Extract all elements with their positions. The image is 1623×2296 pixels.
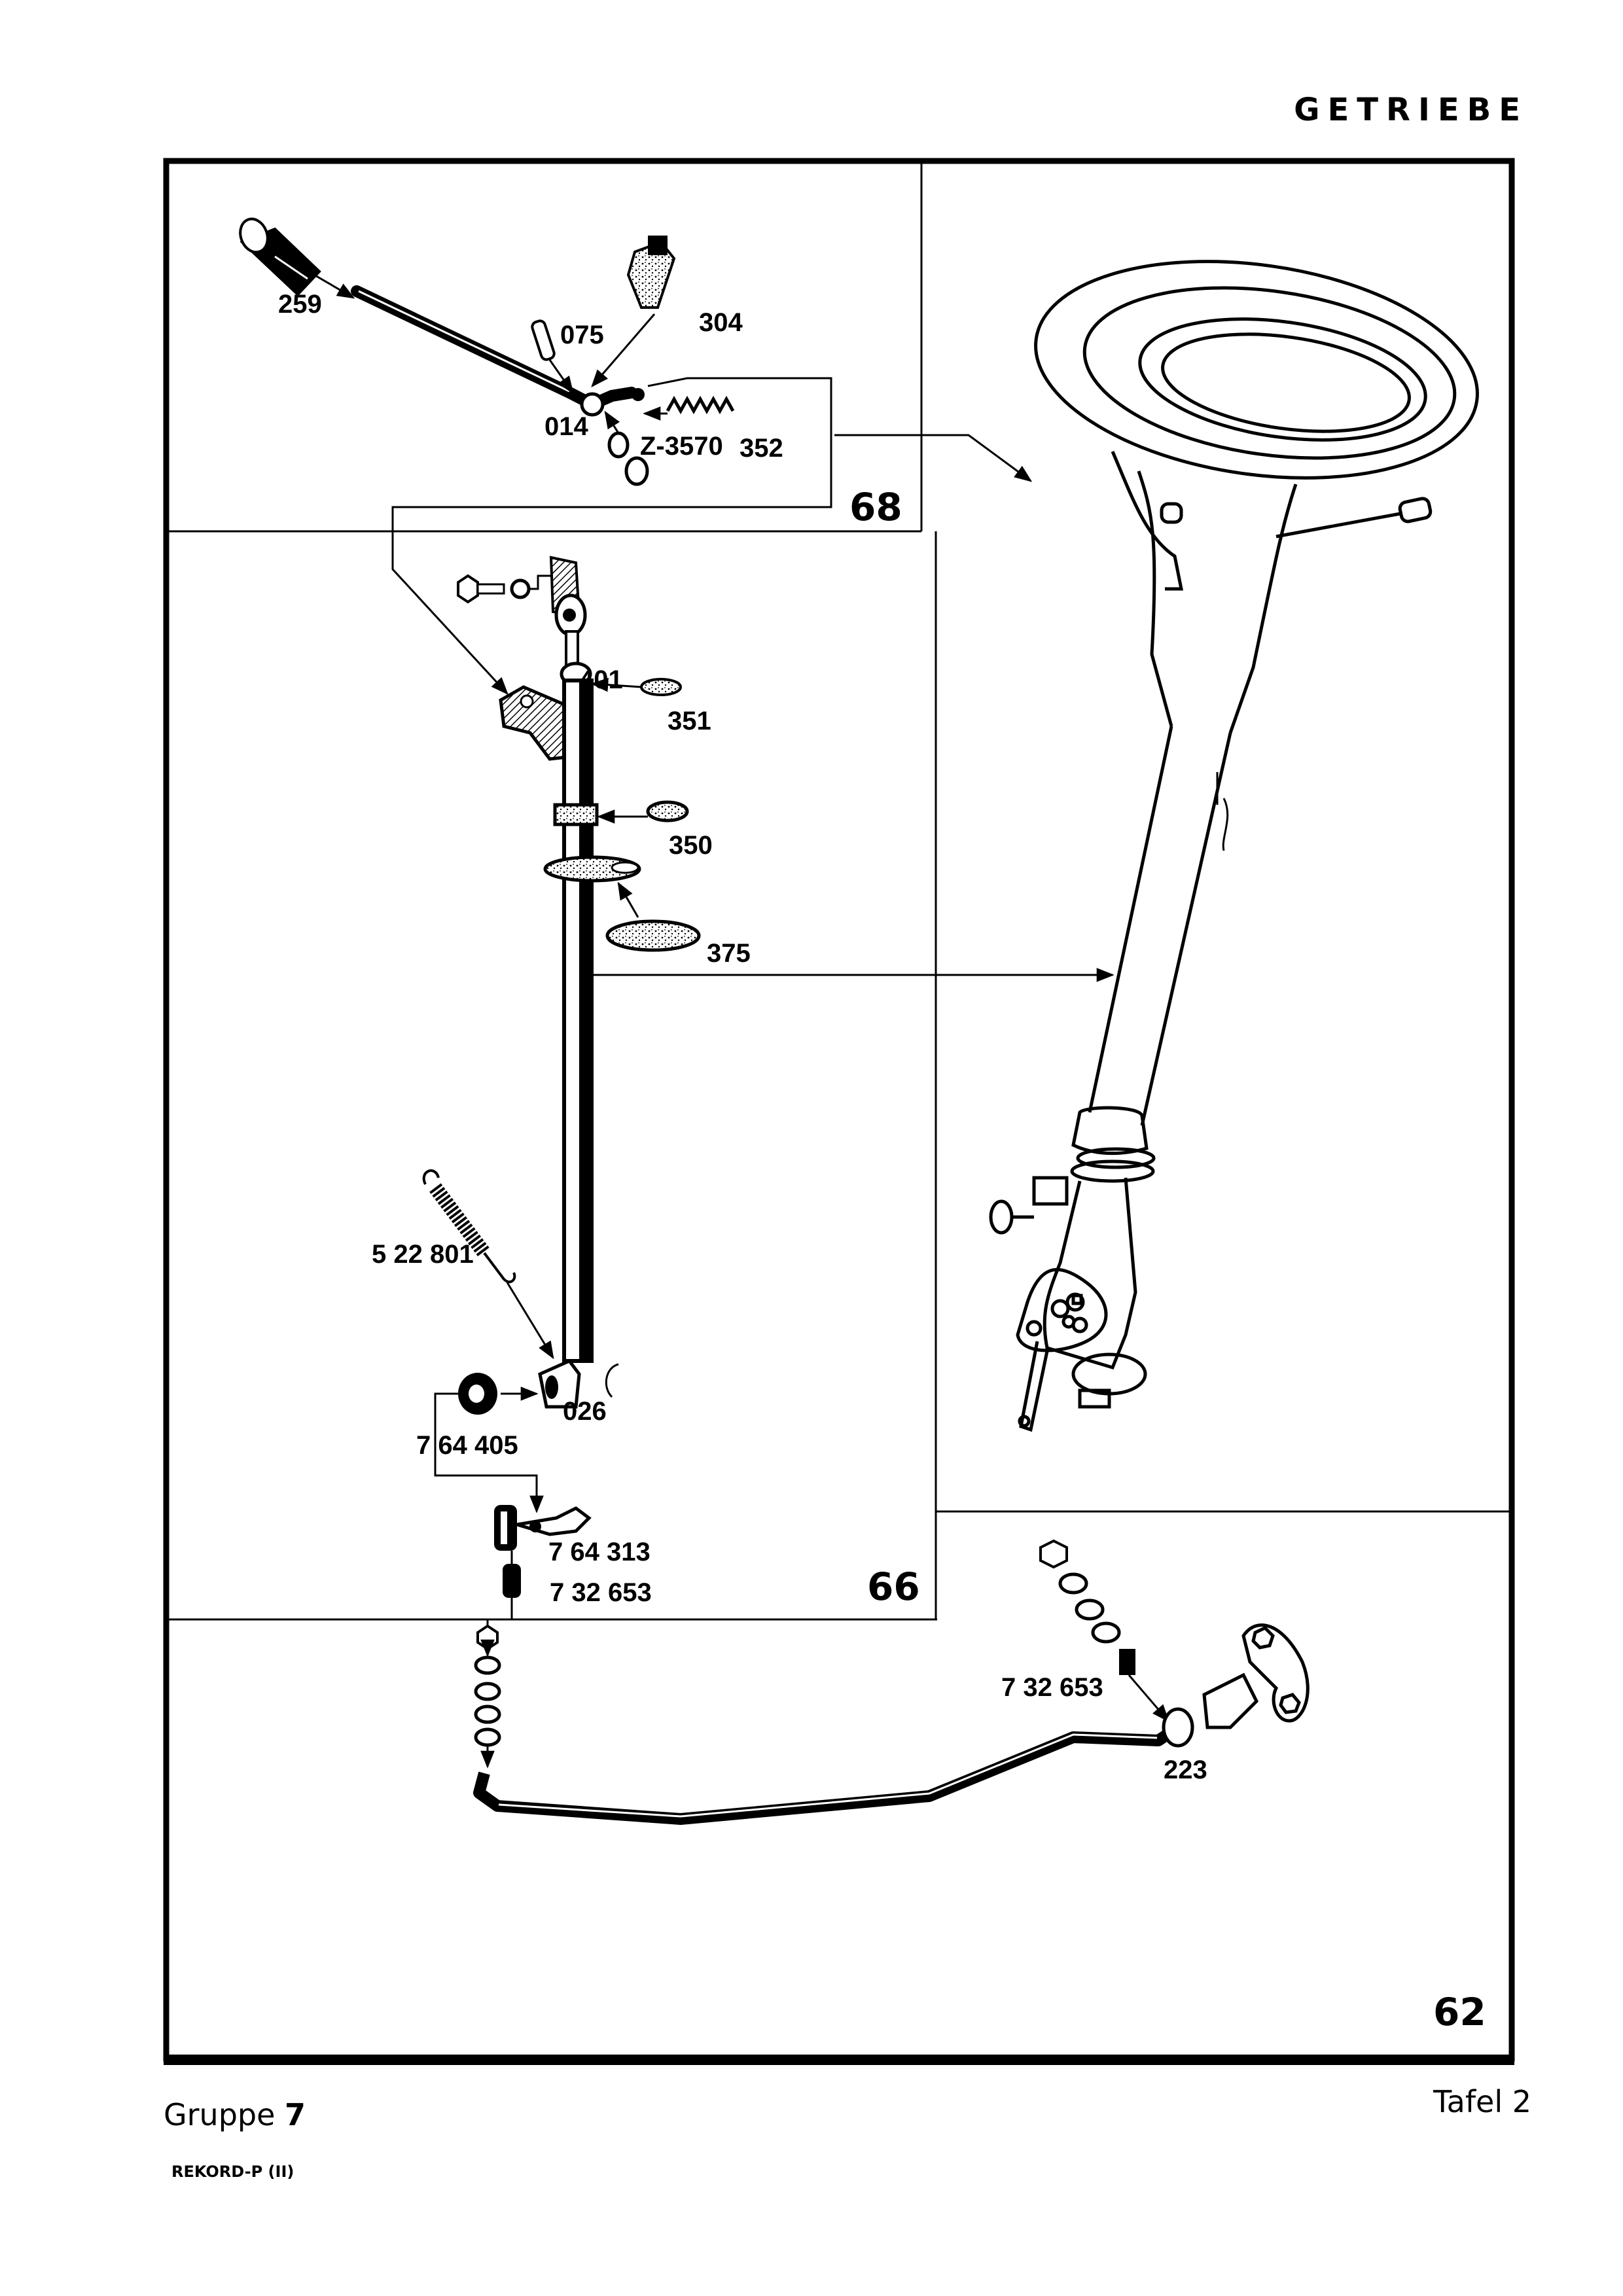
- steering-column-illustration: [989, 260, 1479, 1432]
- part-label-764313: 7 64 313: [548, 1538, 651, 1566]
- model-label: REKORD-P (II): [171, 2163, 294, 2181]
- part-label-075: 075: [560, 321, 604, 349]
- panel-66-shift-shaft: 401 351 350 375 5 22 801 026 7 64 405 7 …: [372, 517, 1115, 1636]
- panel-62-shift-linkage: 7 32 653 223 62: [473, 1539, 1486, 2034]
- part-label-732653-left: 7 32 653: [550, 1578, 652, 1607]
- part-label-z3570: Z-3570: [640, 432, 723, 461]
- part-352-spring: [643, 395, 735, 421]
- part-label-304: 304: [699, 308, 743, 337]
- part-label-764405: 7 64 405: [416, 1431, 518, 1460]
- table-label: Tafel 2: [1433, 2084, 1531, 2119]
- panel-label-62: 62: [1433, 1990, 1486, 2034]
- part-223-joint: [1162, 1623, 1310, 1748]
- panel-label-68: 68: [849, 485, 902, 529]
- part-label-352: 352: [740, 434, 783, 463]
- group-label-text: Gruppe: [164, 2097, 276, 2132]
- part-075-pin: [531, 319, 574, 395]
- part-259-knob: [239, 217, 321, 296]
- section-title: GETRIEBE: [1294, 92, 1528, 128]
- callout-arrow-to-column: [834, 434, 1033, 482]
- part-label-014: 014: [544, 412, 588, 441]
- part-304-cover: [591, 236, 676, 388]
- panel-dividers: [169, 162, 1510, 1621]
- part-label-401: 401: [579, 665, 623, 694]
- part-label-026: 026: [563, 1397, 607, 1426]
- group-number: 7: [285, 2097, 306, 2132]
- part-522801-spring: [422, 1169, 554, 1360]
- panel-label-66: 66: [867, 1564, 920, 1609]
- part-label-522801: 5 22 801: [372, 1240, 474, 1269]
- part-label-732653-right: 7 32 653: [1001, 1673, 1103, 1702]
- part-label-350: 350: [669, 831, 713, 860]
- part-label-375: 375: [707, 939, 751, 968]
- group-label: Gruppe 7: [164, 2097, 306, 2132]
- part-label-259: 259: [278, 290, 322, 319]
- part-label-351: 351: [668, 707, 711, 735]
- plate-frame: [163, 158, 1515, 2065]
- bolt-assembly: [457, 556, 587, 672]
- part-label-223: 223: [1164, 1756, 1207, 1784]
- panel-68-gear-lever: 259 075 304 014 Z-3570 352 68: [239, 217, 902, 529]
